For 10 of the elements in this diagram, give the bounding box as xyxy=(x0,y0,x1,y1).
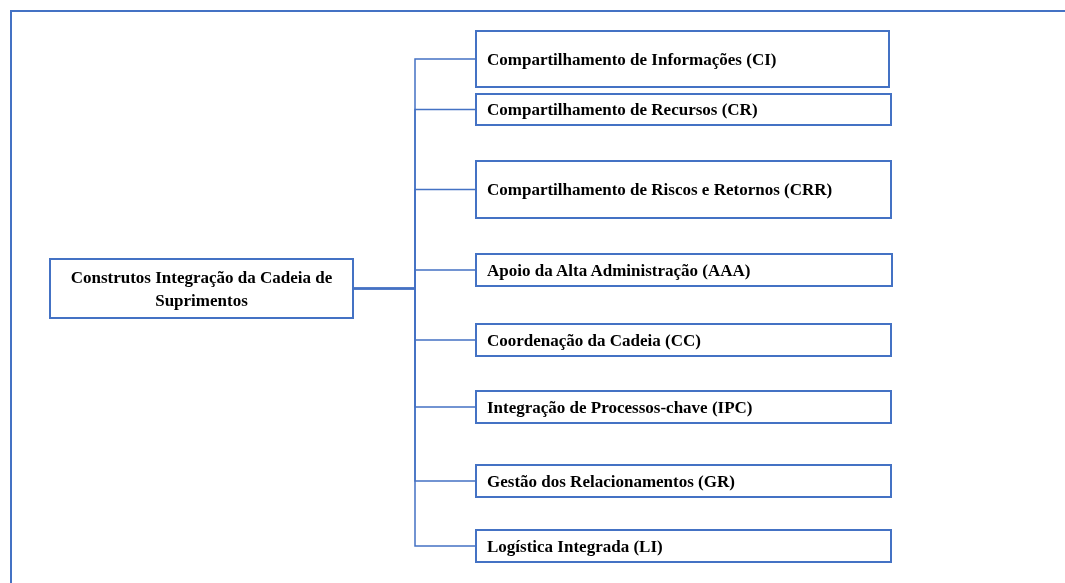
text-box: Gestão dos Relacionamentos (GR) xyxy=(475,464,892,498)
connector-line xyxy=(353,287,476,547)
text-box: Apoio da Alta Administração (AAA) xyxy=(475,253,893,287)
text-box: Compartilhamento de Riscos e Retornos (CRR) xyxy=(475,160,892,219)
text-box: Construtos Integração da Cadeia de Suprimentos xyxy=(49,258,354,319)
text-box: Logística Integrada (LI) xyxy=(475,529,892,563)
text-box: Coordenação da Cadeia (CC) xyxy=(475,323,892,357)
text-box: Integração de Processos-chave (IPC) xyxy=(475,390,892,424)
text-box: Compartilhamento de Recursos (CR) xyxy=(475,93,892,126)
text-box: Compartilhamento de Informações (CI) xyxy=(475,30,890,88)
